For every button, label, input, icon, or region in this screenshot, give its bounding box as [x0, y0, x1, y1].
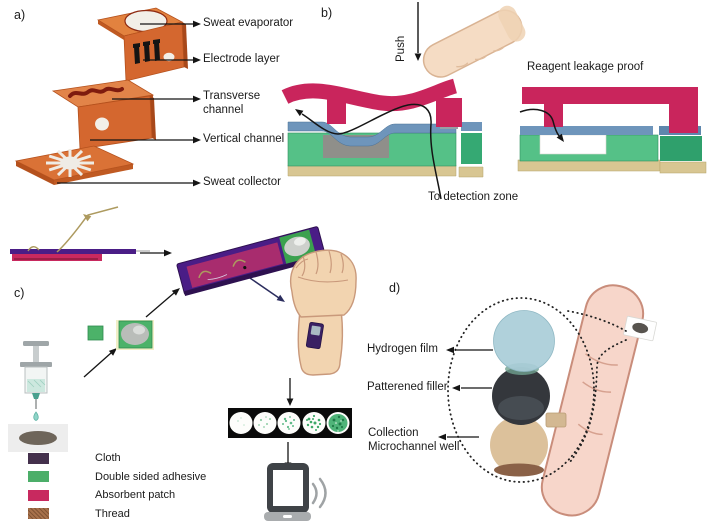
legend-label: Double sided adhesive [95, 470, 207, 483]
callout-sweat-evaporator: Sweat evaporator [203, 17, 294, 29]
callout-transverse-channel: Transverse channel [203, 90, 261, 116]
device-cross-section-pressed [281, 78, 484, 200]
callout-sweat-collector: Sweat collector [203, 176, 281, 188]
panel-d-letter: d) [389, 281, 401, 295]
sweat-device-3d-illustration [14, 7, 188, 185]
legend-item-absorbent: Absorbent patch [28, 489, 206, 501]
adhesive-swatch [28, 471, 49, 482]
thread-strip-side-view [10, 206, 150, 261]
callout-hydrogen-film: Hydrogen film [367, 343, 438, 355]
to-detection-zone-label: To detection zone [428, 191, 519, 203]
legend-item-cloth: Cloth [28, 452, 206, 464]
finger-with-patch-illustration [540, 284, 657, 517]
panel-b-letter: b) [321, 6, 333, 20]
reagent-drop [33, 411, 39, 421]
colorimetric-strip [228, 408, 352, 438]
adhesive-squares [87, 320, 154, 350]
legend-label: Cloth [95, 452, 121, 464]
wrist-with-patch-illustration [290, 249, 357, 376]
smartphone-icon [264, 463, 327, 521]
empty-reagent-well [539, 134, 607, 155]
syringe-icon [8, 341, 68, 452]
signal-waves-icon [311, 477, 327, 509]
transverse-channel-slot [68, 86, 124, 98]
pressing-finger-illustration [422, 5, 526, 78]
elastic-top-layer-pressed [281, 78, 458, 112]
panel-d-callout-arrows [438, 346, 493, 441]
collection-microchannel-well-disc [490, 416, 548, 474]
leakage-proof-flow-curve [519, 108, 561, 138]
panel-c-letter: c) [14, 286, 25, 300]
push-arrow [414, 2, 422, 61]
legend-item-adhesive: Double sided adhesive [28, 471, 206, 483]
magnifier-callout-dotted-lines [447, 297, 627, 483]
thread-icon [56, 206, 119, 253]
callout-collection-microchannel-well: Collection Microchannel well [368, 427, 460, 453]
electrode-bars [133, 39, 160, 64]
cloth-swatch [28, 452, 49, 464]
patch-layer-stack [490, 310, 567, 477]
callout-patterned-filler: Patterened filler [367, 381, 448, 393]
hydrogen-film-disc [493, 310, 555, 372]
legend-label: Thread [95, 507, 130, 520]
vertical-channel-hole [95, 117, 109, 131]
thread-swatch [28, 508, 49, 519]
substrate-disc [19, 431, 57, 445]
device-cross-section-sealed [517, 87, 707, 174]
finger-patch [623, 315, 657, 342]
push-label: Push [395, 35, 407, 62]
legend-item-thread: Thread [28, 508, 206, 520]
panel-a-callout-arrows [57, 23, 193, 184]
absorbent-swatch [28, 489, 49, 501]
device-to-wrist-arrow [246, 275, 285, 302]
sweat-collector-starburst [46, 149, 94, 177]
flow-path-curve [301, 103, 442, 200]
panel-a-letter: a) [14, 8, 26, 22]
callout-vertical-channel: Vertical channel [203, 133, 285, 145]
process-arrows [83, 252, 291, 463]
legend-label: Absorbent patch [95, 489, 176, 501]
reagent-leakage-proof-label: Reagent leakage proof [527, 61, 644, 73]
panel-a-arrowheads [193, 20, 201, 187]
callout-electrode-layer: Electrode layer [203, 53, 280, 65]
materials-legend: Cloth Double sided adhesive Absorbent pa… [28, 452, 206, 526]
on-body-patch [305, 321, 324, 350]
